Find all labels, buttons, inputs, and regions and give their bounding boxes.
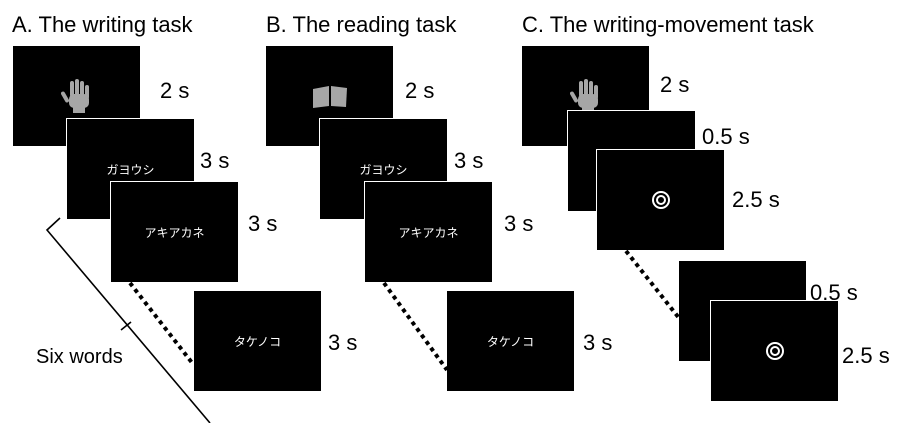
panel-a-duration-1: 2 s [160, 78, 190, 103]
panel-b-word-3: タケノコ [486, 334, 535, 349]
panel-b-duration-3: 3 s [504, 211, 534, 236]
panel-c-duration-2: 0.5 s [702, 124, 750, 149]
panel-c-duration-3: 2.5 s [732, 187, 780, 212]
panel-b-duration-4: 3 s [583, 330, 613, 355]
panel-a-title: A. The writing task [12, 12, 193, 37]
panel-c-title: C. The writing-movement task [522, 12, 814, 37]
bracket-tick [120, 321, 132, 331]
panel-c-duration-5: 2.5 s [842, 343, 890, 368]
target-icon [765, 342, 784, 360]
panel-b-duration-1: 2 s [405, 78, 435, 103]
panel-b-title: B. The reading task [266, 12, 457, 37]
book-icon [312, 86, 347, 108]
panel-a-word-screen-2: アキアカネ [110, 181, 239, 283]
panel-b-word-2: アキアカネ [398, 225, 459, 240]
panel-a-duration-2: 3 s [200, 148, 230, 173]
panel-b-duration-2: 3 s [454, 148, 484, 173]
panel-c-target-screen-2 [710, 300, 839, 402]
panel-a-duration-3: 3 s [248, 211, 278, 236]
panel-b-word-screen-3: タケノコ [446, 290, 575, 392]
panel-c-duration-1: 2 s [660, 72, 690, 97]
panel-c-dotted-connector [624, 249, 681, 320]
panel-c-target-screen-1 [596, 149, 725, 251]
panel-b-word-1: ガヨウシ [359, 162, 408, 177]
panel-b-word-screen-2: アキアカネ [364, 181, 493, 283]
hand-icon [60, 79, 89, 113]
panel-a-duration-4: 3 s [328, 330, 358, 355]
panel-a-word-screen-3: タケノコ [193, 290, 322, 392]
panel-a-word-1: ガヨウシ [106, 162, 155, 177]
panel-a-word-2: アキアカネ [144, 225, 205, 240]
panel-a-dotted-connector [128, 281, 195, 366]
panel-a-word-3: タケノコ [233, 334, 282, 349]
target-icon [651, 191, 670, 209]
hand-icon [569, 79, 598, 113]
six-words-label: Six words [36, 346, 123, 368]
panel-b-dotted-connector [382, 281, 449, 372]
